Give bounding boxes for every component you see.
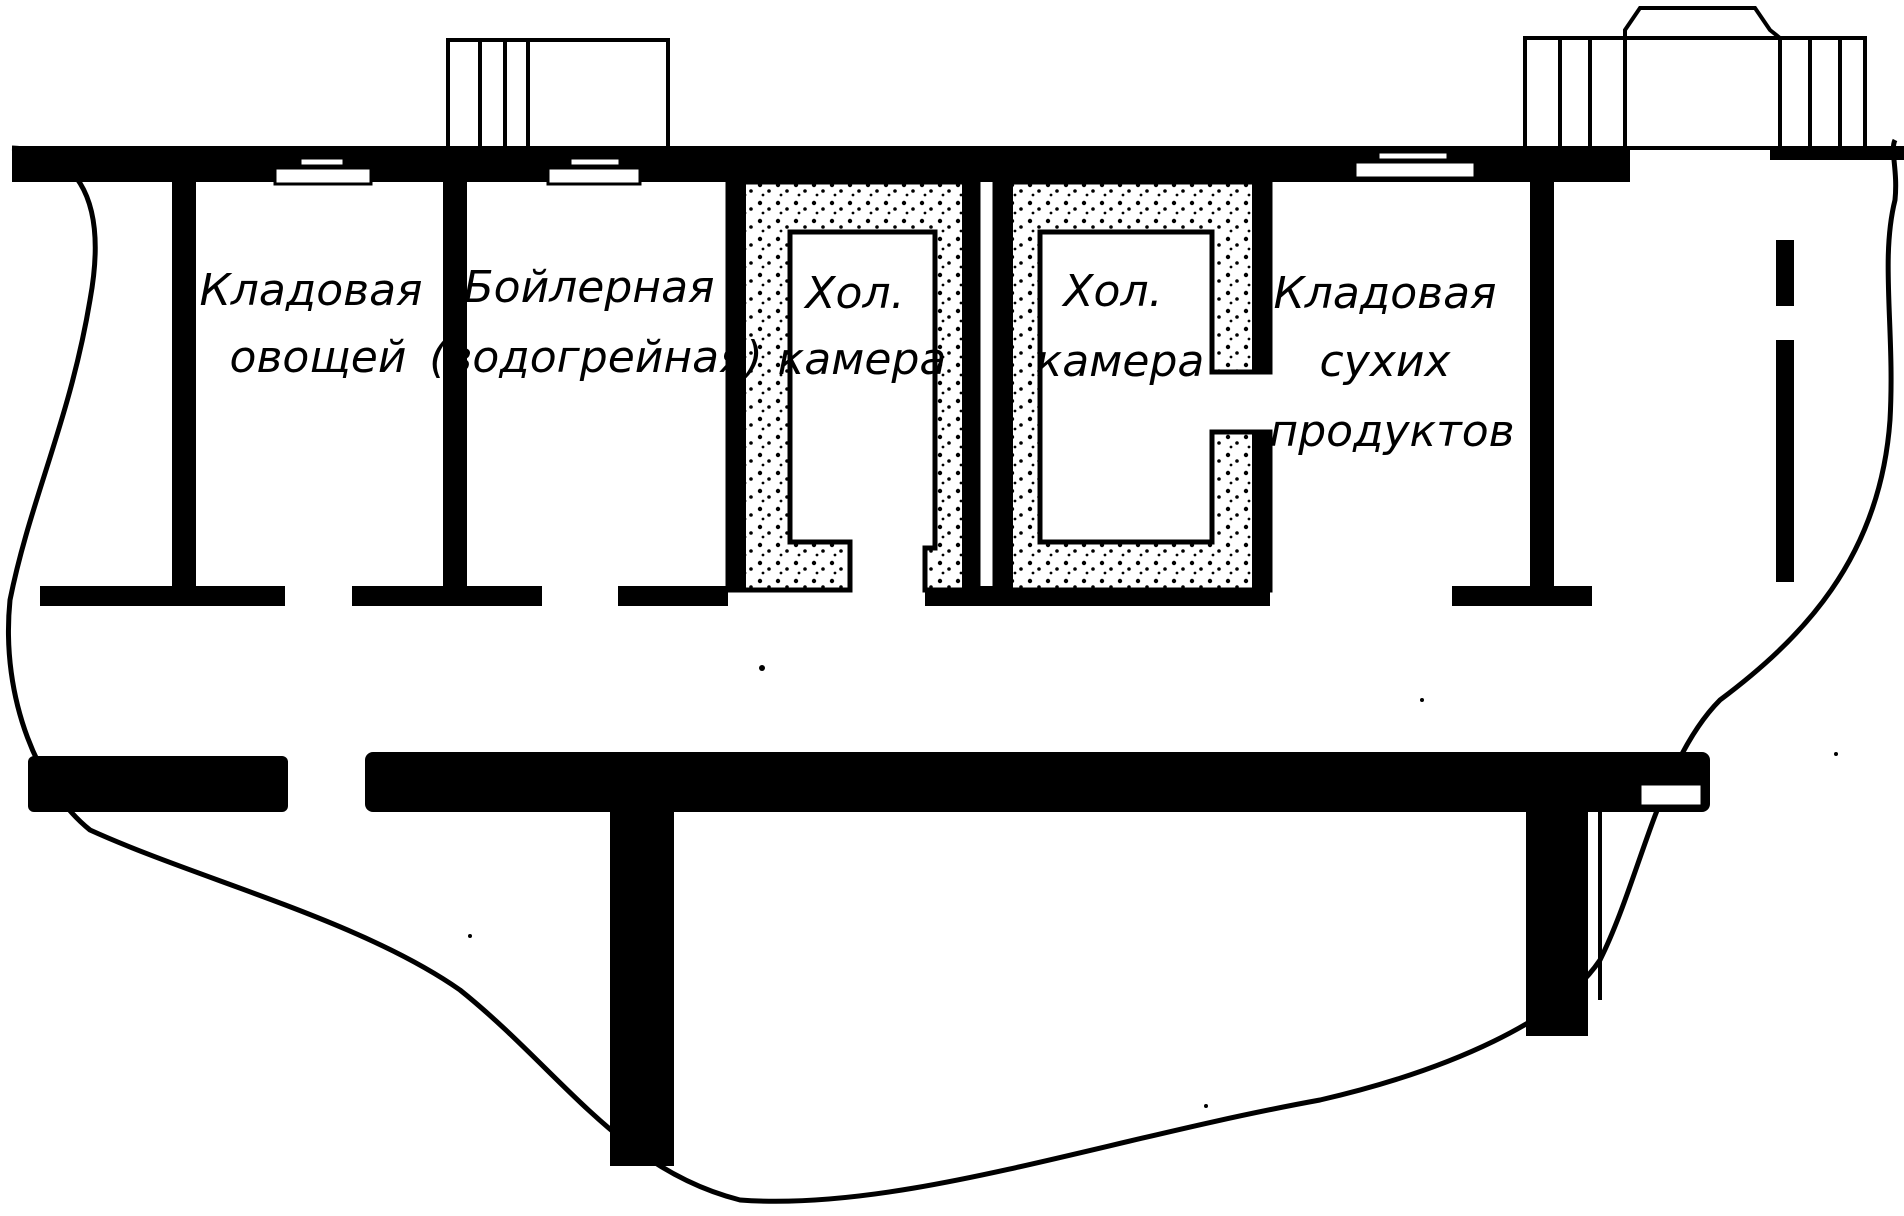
top-right-structure [1523, 6, 1867, 150]
cold-chamber-1-frame [728, 182, 746, 588]
corridor-upper-wall [40, 586, 1592, 606]
cold-chamber-2-frame [995, 182, 1013, 588]
cold-chamber-2-frame-right-low [1252, 432, 1270, 588]
top-wall-right [1770, 146, 1904, 160]
wall-windows [273, 150, 1477, 186]
scan-specks [468, 665, 1838, 1108]
cold-chamber-2-frame-right [1252, 182, 1270, 372]
label-vegetable-store: Кладовая овощей [199, 265, 436, 383]
cold-chamber-1-walls [725, 179, 981, 593]
lower-room-walls [610, 806, 1588, 1166]
building-outline [5, 138, 1899, 1204]
room-labels: Кладовая овощей Бойлерная (водогрейная) … [199, 262, 1514, 457]
partition-walls [172, 182, 1794, 594]
cold-chamber-1-frame-right [962, 182, 978, 588]
corridor-lower-wall [28, 752, 1710, 812]
label-cold-chamber-2: Хол. камера [1036, 266, 1205, 387]
label-cold-chamber-1: Хол. камера [778, 268, 947, 385]
top-left-structure [446, 38, 670, 150]
lower-wall-window [1638, 782, 1704, 808]
label-boiler-room: Бойлерная (водогрейная) [429, 262, 762, 383]
label-dry-goods-store: Кладовая сухих продуктов [1269, 268, 1514, 457]
